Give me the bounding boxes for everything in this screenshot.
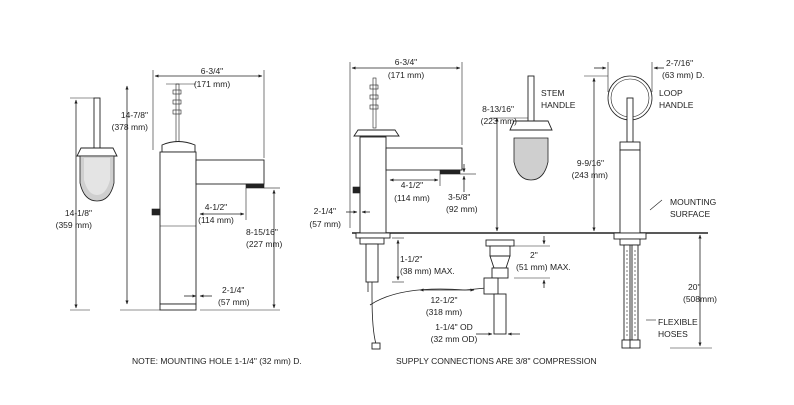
view1-dimension-lines — [70, 70, 280, 311]
v1-height-value: 14-7/8" — [121, 110, 148, 120]
faucet-body-side — [151, 83, 265, 311]
v1-handle-height-metric: (359 mm) — [56, 220, 93, 230]
v2-stem-height-value: 8-13/16" — [482, 104, 514, 114]
v1-base-metric: (57 mm) — [218, 297, 250, 307]
note-supply-connections: SUPPLY CONNECTIONS ARE 3/8" COMPRESSION — [396, 356, 597, 366]
view-installed: 6-3/4" (171 mm) 8-13/16" (223 mm) 4-1/2"… — [309, 57, 708, 350]
note-mounting-hole: NOTE: MOUNTING HOLE 1-1/4" (32 mm) D. — [132, 356, 302, 366]
v3-loop-width-value: 2-7/16" — [666, 58, 693, 68]
v3-handle-height-metric: (243 mm) — [572, 170, 609, 180]
v2-drain-od-value: 1-1/4" OD — [435, 322, 473, 332]
v2-aerator-metric: (92 mm) — [446, 204, 478, 214]
v2-stem-height-metric: (223 mm) — [481, 116, 518, 126]
flexible-hoses-label-line2: HOSES — [658, 329, 688, 339]
stem-handle-label-line1: STEM — [541, 88, 565, 98]
v3-loop-width-metric: (63 mm) D. — [662, 70, 705, 80]
v2-base-value: 2-1/4" — [314, 206, 336, 216]
v2-reach-metric: (114 mm) — [394, 193, 430, 203]
view-side-elevation: 6-3/4" (171 mm) 14-7/8" (378 mm) 14-1/8"… — [56, 66, 283, 311]
view-loop-handle: 2-7/16" (63 mm) D. 9-9/16" (243 mm) 20" … — [572, 58, 717, 349]
loop-handle-label-line1: LOOP — [659, 88, 683, 98]
v2-hose-value: 12-1/2" — [430, 295, 457, 305]
v2-drain-max-metric: (51 mm) MAX. — [516, 262, 571, 272]
v3-handle-height-value: 9-9/16" — [577, 158, 604, 168]
v1-height-metric: (378 mm) — [112, 122, 149, 132]
loop-handle-assembly — [607, 75, 653, 349]
stem-handle-label-line2: HANDLE — [541, 100, 576, 110]
v1-width-value: 6-3/4" — [201, 66, 223, 76]
flexible-hoses-label-line1: FLEXIBLE — [658, 317, 698, 327]
v2-drain-od-metric: (32 mm OD) — [431, 334, 478, 344]
v2-deck-max-value: 1-1/2" — [400, 254, 422, 264]
v1-base-value: 2-1/4" — [222, 285, 244, 295]
mounting-surface-label-line1: MOUNTING — [670, 197, 716, 207]
view2-dimension-lines — [346, 62, 550, 336]
v1-reach-value: 4-1/2" — [205, 202, 227, 212]
stem-handle-detail — [76, 97, 118, 202]
v2-drain-max-value: 2" — [530, 250, 538, 260]
v2-base-metric: (57 mm) — [309, 219, 341, 229]
v2-width-value: 6-3/4" — [395, 57, 417, 67]
v1-width-metric: (171 mm) — [194, 79, 231, 89]
v2-hose-metric: (318 mm) — [426, 307, 463, 317]
v1-spout-height-metric: (227 mm) — [246, 239, 283, 249]
v2-reach-value: 4-1/2" — [401, 180, 423, 190]
faucet-body-installed — [352, 77, 487, 350]
mounting-surface-label-line2: SURFACE — [670, 209, 710, 219]
drain-assembly — [483, 239, 515, 335]
loop-handle-label-line2: HANDLE — [659, 100, 694, 110]
v2-deck-max-metric: (38 mm) MAX. — [400, 266, 455, 276]
v3-hose-length-value: 20" — [688, 282, 700, 292]
v1-handle-height-value: 14-1/8" — [65, 208, 92, 218]
v1-reach-metric: (114 mm) — [198, 215, 234, 225]
v2-width-metric: (171 mm) — [388, 70, 425, 80]
v1-spout-height-value: 8-15/16" — [246, 227, 278, 237]
stem-handle-detail-2 — [509, 75, 553, 181]
v3-hose-length-metric: (508mm) — [683, 294, 717, 304]
v2-aerator-value: 3-5/8" — [448, 192, 470, 202]
view3-dimension-lines — [584, 62, 712, 349]
